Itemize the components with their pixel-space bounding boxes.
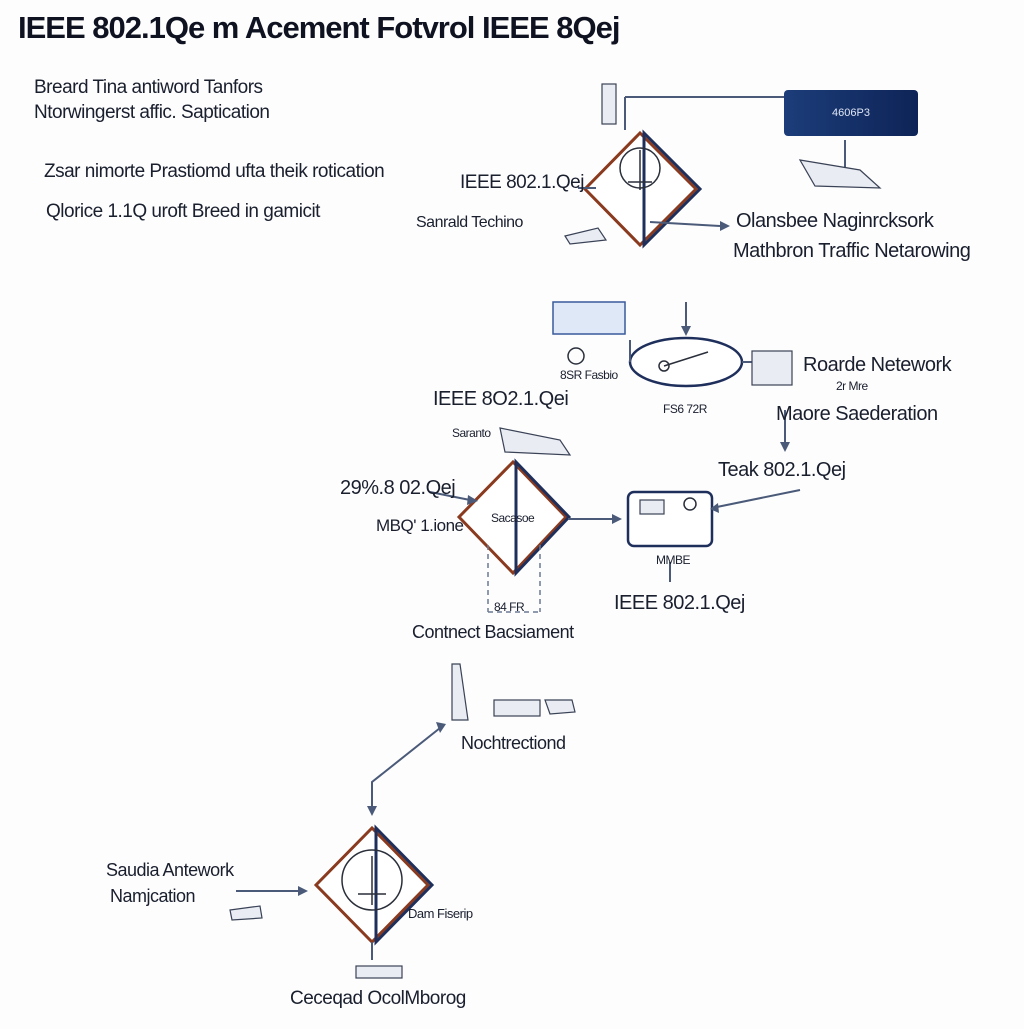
rack-panel-icon [639, 499, 665, 515]
node-label: 8SR Fasbio [560, 368, 618, 382]
node-label: MMBE [656, 553, 691, 567]
node-label: Saudia Antework [106, 860, 234, 880]
node-label: 29%.8 02.Qej [340, 477, 456, 499]
patch-panel-icon [493, 699, 541, 717]
node-label: Contnect Bacsiament [412, 622, 574, 642]
arrowhead [720, 221, 730, 231]
monitor-icon [751, 350, 793, 386]
note-line: Qlorice 1.1Q uroft Breed in gamicit [46, 201, 320, 222]
edge-teak-to-box [711, 489, 801, 509]
node-label: Olansbee Naginrcksork [736, 210, 934, 232]
note-line: Zsar nimorte Prastiomd ufta theik rotica… [44, 161, 385, 182]
server-icon [601, 83, 617, 125]
top-diamond [582, 129, 703, 249]
antenna-icon [451, 663, 469, 721]
node-label: Roarde Netework [803, 354, 952, 376]
panel-icon [552, 301, 626, 335]
node-label: Sacasoe [491, 511, 535, 525]
edge-up-to-notch [371, 727, 441, 810]
arrowhead [467, 495, 478, 505]
node-label: MBQ' 1.ione [376, 516, 464, 535]
badge-node: 4606P3 [784, 90, 918, 136]
node-label: Namjcation [110, 886, 196, 906]
ellipse-glyph [663, 351, 709, 367]
node-label: Dam Fiserip [408, 906, 473, 921]
modem-icon [544, 699, 576, 715]
arrowhead [367, 806, 377, 816]
arrowhead [436, 722, 446, 733]
switch-ellipse [628, 336, 744, 388]
page-title: IEEE 802.1Qe m Acement Fotvrol IEEE 8Qej [18, 10, 620, 45]
camera-icon [567, 347, 585, 365]
arrowhead [612, 514, 622, 524]
ellipse-node-icon [658, 360, 670, 372]
node-label: Ceceqad OcolMborog [290, 988, 466, 1009]
arrowhead [780, 442, 790, 452]
arrowhead [681, 326, 691, 336]
node-label: Maore Saederation [776, 403, 938, 425]
rack-gear-icon [683, 497, 697, 511]
edge-top-diamond-right [649, 221, 721, 227]
node-label: 2r Mre [836, 379, 868, 393]
node-label: IEEE 8O2.1.Qei [433, 388, 569, 410]
node-label: IEEE 802.1.Qej [614, 592, 745, 614]
node-label: Teak 802.1.Qej [718, 459, 846, 481]
node-label: Sanrald Techino [416, 214, 523, 231]
bridge-icon [499, 427, 572, 456]
bottom-device-icon [355, 965, 403, 979]
node-label: 84 FR [494, 600, 525, 614]
arrowhead [298, 886, 308, 896]
note-line: Breard Tina antiword Tanfors [34, 77, 263, 98]
router-icon [798, 159, 882, 189]
arrowhead [710, 503, 719, 513]
node-label: Mathbron Traffic Netarowing [733, 240, 971, 262]
switch-icon [564, 227, 608, 245]
edge-left-into-center [429, 491, 471, 501]
node-label: Saranto [452, 426, 491, 440]
hub-icon [229, 905, 263, 921]
note-line: Ntorwingerst affic. Saptication [34, 102, 270, 123]
node-label: Nochtrectiond [461, 733, 566, 753]
node-label: FS6 72R [663, 402, 707, 416]
node-label: IEEE 802.1.Qej [460, 172, 584, 193]
bottom-diamond [313, 824, 435, 946]
